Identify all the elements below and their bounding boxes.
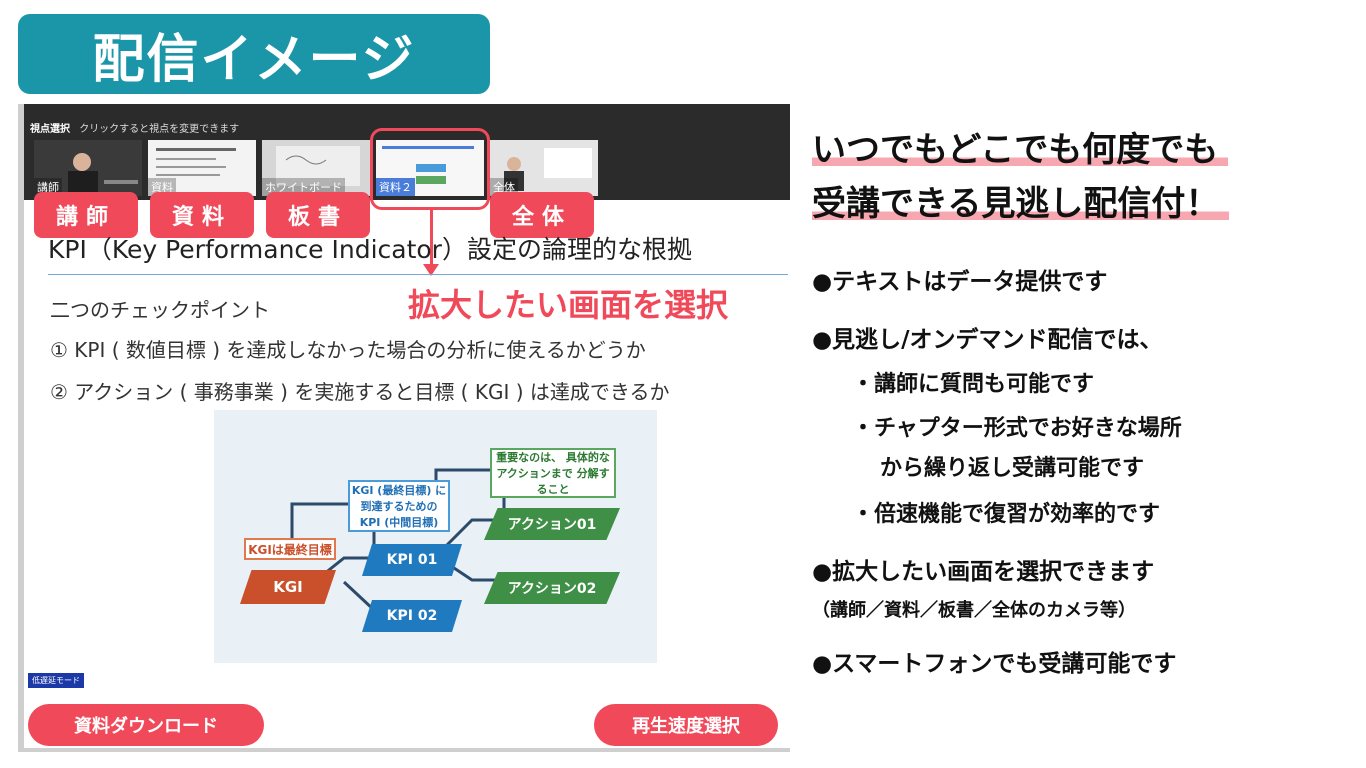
video-player: 視点選択 クリックすると視点を変更できます 講師 資料 [18,104,790,752]
page-title: 配信イメージ [18,14,490,94]
thumbnail-label: 講師 [34,178,62,196]
slide-line: ① KPI ( 数値目標 ) を達成しなかった場合の分析に使えるかどうか [50,338,646,362]
feature-bullet: ●スマートフォンでも受講可能です [812,651,1177,677]
kgi-node: KGI [240,570,336,604]
select-screen-note: 拡大したい画面を選択 [408,286,729,324]
overall-image [490,140,598,196]
headline-line-1: いつでもどこでも何度でも [812,122,1229,171]
thumbnail-label: 資料 [148,178,176,196]
action-note: 重要なのは、 具体的なアクションまで 分解すること [490,448,616,498]
feature-bullet: ●見逃し/オンデマンド配信では、 [812,327,1163,353]
camera-tag-materials[interactable]: 資料 [150,192,254,238]
viewpoint-hint: クリックすると視点を変更できます [79,124,240,135]
kpi01-node: KPI 01 [362,544,462,576]
kpi02-node: KPI 02 [362,600,462,632]
whiteboard-image [262,140,370,196]
thumbnail-label: 資料２ [376,178,415,196]
slide-line: ② アクション ( 事務事業 ) を実施すると目標 ( KGI ) は達成できる… [50,380,670,404]
feature-bullet: ●テキストはデータ提供です [812,269,1108,295]
action02-node: アクション02 [484,572,620,604]
lecturer-image [34,140,142,196]
feature-sub-item: ・チャプター形式でお好きな場所 [852,416,1182,441]
headline-line-2: 受講できる見逃し配信付！ [812,176,1230,225]
viewpoint-label: 視点選択 [30,124,70,135]
thumbnail-label: 全体 [490,178,518,196]
feature-note: （講師／資料／板書／全体のカメラ等） [812,600,1136,621]
action01-node: アクション01 [484,508,620,540]
thumbnail-overall[interactable]: 全体 [490,140,598,196]
viewpoint-header: 視点選択 クリックすると視点を変更できます [30,120,239,135]
kpi-diagram: KGIは最終目標 KGI KGI (最終目標) に 到達するための KPI (中… [214,410,657,663]
selected-thumbnail-highlight [370,128,490,210]
arrow-icon [430,210,433,268]
arrow-head-icon [423,264,439,276]
feature-sub-item: ・講師に質問も可能です [852,372,1095,397]
thumbnail-lecturer[interactable]: 講師 [34,140,142,196]
thumbnail-label: ホワイトボード [262,178,345,196]
low-latency-badge[interactable]: 低遅延モード [28,673,84,688]
feature-bullet: ●拡大したい画面を選択できます [812,559,1155,585]
camera-tag-whiteboard[interactable]: 板書 [266,192,370,238]
slide-thumb-image [148,140,256,196]
camera-tag-overall[interactable]: 全体 [490,192,594,238]
kgi-note: KGIは最終目標 [244,538,336,560]
thumbnail-materials-2[interactable]: 資料２ [376,140,484,196]
kpi-note: KGI (最終目標) に 到達するための KPI (中間目標) [348,480,450,532]
slide-divider [48,274,788,275]
download-materials-button[interactable]: 資料ダウンロード [28,704,264,746]
feature-sub-item: から繰り返し受講可能です [880,456,1145,481]
thumbnail-whiteboard[interactable]: ホワイトボード [262,140,370,196]
feature-sub-item: ・倍速機能で復習が効率的です [852,502,1161,527]
viewpoint-bar: 視点選択 クリックすると視点を変更できます 講師 資料 [24,104,790,200]
slide-title: KPI（Key Performance Indicator）設定の論理的な根拠 [48,235,692,264]
camera-tag-lecturer[interactable]: 講師 [34,192,138,238]
playback-speed-button[interactable]: 再生速度選択 [594,704,778,746]
slide-line: 二つのチェックポイント [50,298,270,322]
thumbnail-materials[interactable]: 資料 [148,140,256,196]
